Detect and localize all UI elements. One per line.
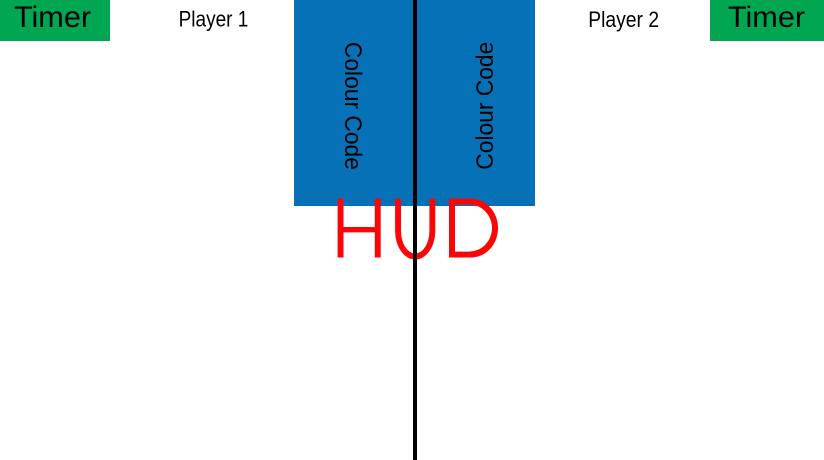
svg-text:Timer: Timer [14,1,91,34]
svg-text:Colour Code: Colour Code [339,42,366,170]
svg-text:Timer: Timer [728,1,805,34]
svg-text:Colour Code: Colour Code [472,42,499,170]
svg-text:Player 1: Player 1 [179,7,249,32]
svg-text:Player 2: Player 2 [588,7,659,32]
